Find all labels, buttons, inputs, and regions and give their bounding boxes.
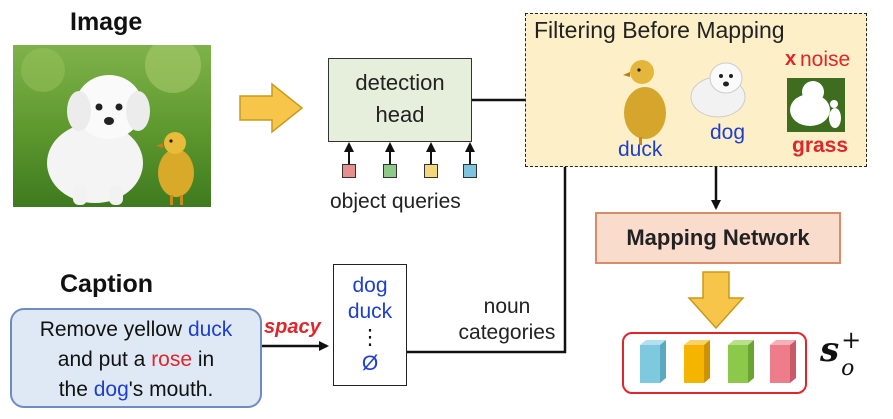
caption-word-rose: rose [151,348,193,371]
duck-cutout [623,60,666,145]
spacy-label: spacy [264,316,321,338]
dog-cutout [690,62,746,118]
noun-item-dog: dog [352,274,388,297]
vector-3 [728,340,754,383]
vector-2 [684,340,710,383]
puppy-duck-illustration [13,45,211,207]
detection-head-label-1: detection [355,70,445,95]
output-symbol-sub: o [841,356,855,381]
query-arrows [344,142,475,164]
output-symbol-base: s [820,330,840,370]
mapping-network-label: Mapping Network [626,225,810,250]
vector-4 [770,340,796,383]
noise-label: noise [800,48,851,71]
noise-mark: x [785,48,797,70]
image-title: Image [70,8,143,36]
caption-title: Caption [60,270,154,298]
detection-head-box: detection head [328,58,472,142]
query-square-4 [463,164,477,178]
filter-item-duck: duck [618,138,663,161]
output-symbol: s+o [820,326,861,381]
caption-line-2: and put a rose in [57,348,215,371]
vector-1 [640,340,666,383]
filter-item-grass: grass [792,134,849,157]
caption-line-3: the dog's mouth. [58,378,214,401]
query-square-3 [424,164,438,178]
caption-word-duck: duck [187,318,233,341]
mapping-network-box: Mapping Network [595,212,841,264]
filter-title: Filtering Before Mapping [534,17,785,43]
noun-categories-label-1: noun [483,295,531,318]
noun-item-duck: duck [347,300,393,323]
query-square-1 [342,164,356,178]
object-queries-label: object queries [330,190,461,213]
puppy-duck-photo [13,45,211,207]
caption-box: Remove yellow duck and put a rose in the… [10,308,262,408]
noun-categories-label: noun categories [452,294,562,346]
noun-item-empty: Ø [361,352,379,375]
mapping-to-vectors-arrow [687,271,745,330]
caption-word-dog: dog [93,378,129,401]
filter-item-dog: dog [710,121,746,144]
grass-cutout [787,78,845,132]
nouns-to-operator-line [407,124,570,354]
noun-categories-box: dog duck ⋮ Ø [333,264,407,386]
detection-head-label-2: head [375,102,425,127]
noun-categories-label-2: categories [458,321,556,344]
noun-item-ellipsis: ⋮ [359,326,381,349]
query-square-2 [383,164,397,178]
output-symbol-sup: + [841,326,862,354]
image-to-detection-arrow [239,82,304,134]
caption-line-1: Remove yellow duck [39,318,233,341]
